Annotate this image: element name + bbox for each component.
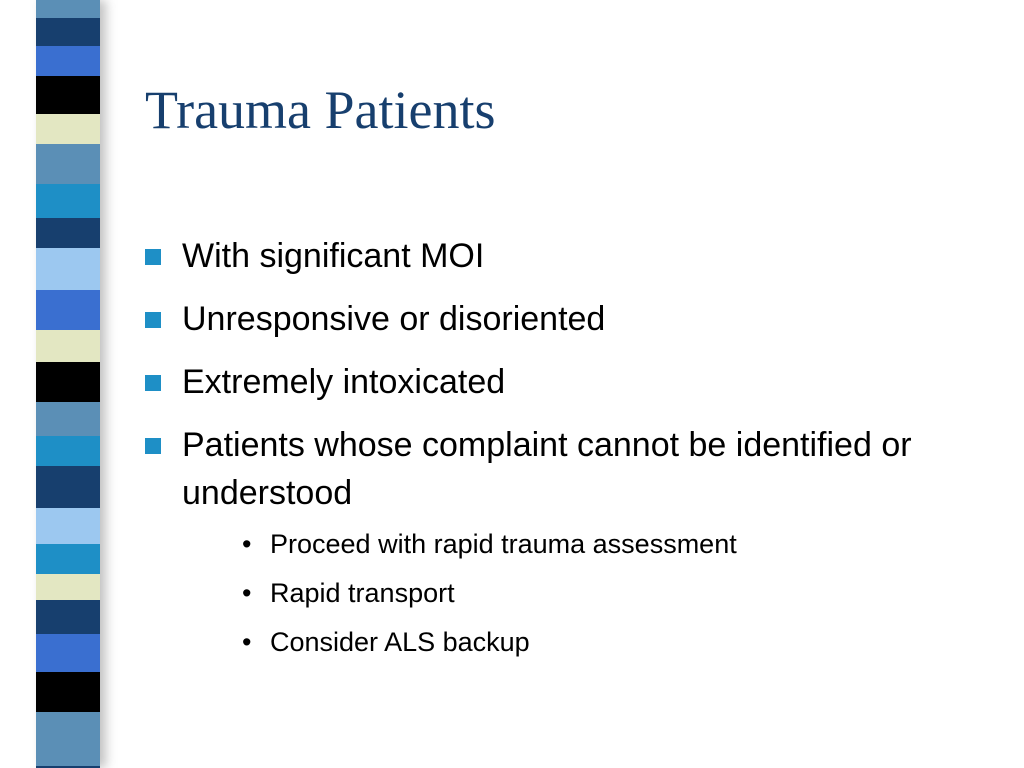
stripe-band xyxy=(36,712,100,748)
stripe-band xyxy=(36,766,100,768)
stripe-band xyxy=(36,362,100,402)
stripe-band xyxy=(36,436,100,466)
dot-bullet-icon: • xyxy=(242,529,252,559)
slide-title: Trauma Patients xyxy=(145,80,496,140)
decorative-color-stripe xyxy=(36,0,100,768)
bullet-text: Patients whose complaint cannot be ident… xyxy=(182,426,912,512)
stripe-band xyxy=(36,184,100,218)
stripe-band xyxy=(36,46,100,76)
stripe-band xyxy=(36,600,100,634)
bullet-item: Patients whose complaint cannot be ident… xyxy=(145,421,1005,517)
stripe-band xyxy=(36,330,100,362)
square-bullet-icon xyxy=(145,312,161,328)
stripe-band xyxy=(36,672,100,712)
bullet-item: With significant MOI xyxy=(145,232,1005,280)
sub-bullet-text: Proceed with rapid trauma assessment xyxy=(270,529,737,559)
dot-bullet-icon: • xyxy=(242,627,252,657)
dot-bullet-icon: • xyxy=(242,578,252,608)
bullet-item: Unresponsive or disoriented xyxy=(145,295,1005,343)
bullet-text: Unresponsive or disoriented xyxy=(182,300,606,338)
stripe-band xyxy=(36,544,100,574)
stripe-band xyxy=(36,114,100,144)
bullet-item: Extremely intoxicated xyxy=(145,358,1005,406)
sub-bullet-item: • Rapid transport xyxy=(242,573,1002,622)
stripe-band xyxy=(36,290,100,330)
sub-bullet-text: Consider ALS backup xyxy=(270,627,530,657)
bullet-list: With significant MOI Unresponsive or dis… xyxy=(145,232,1005,532)
stripe-band xyxy=(36,466,100,508)
stripe-band xyxy=(36,0,100,18)
stripe-band xyxy=(36,76,100,114)
stripe-band xyxy=(36,144,100,184)
stripe-band xyxy=(36,18,100,46)
square-bullet-icon xyxy=(145,249,161,265)
stripe-band xyxy=(36,574,100,600)
sub-bullet-text: Rapid transport xyxy=(270,578,455,608)
square-bullet-icon xyxy=(145,438,161,454)
bullet-text: Extremely intoxicated xyxy=(182,363,506,401)
stripe-band xyxy=(36,218,100,248)
sub-bullet-item: • Proceed with rapid trauma assessment xyxy=(242,524,1002,573)
sub-bullet-list: • Proceed with rapid trauma assessment •… xyxy=(242,524,1002,671)
square-bullet-icon xyxy=(145,375,161,391)
stripe-band xyxy=(36,508,100,544)
bullet-text: With significant MOI xyxy=(182,237,485,275)
sub-bullet-item: • Consider ALS backup xyxy=(242,622,1002,671)
stripe-band xyxy=(36,634,100,672)
stripe-band xyxy=(36,748,100,766)
stripe-band xyxy=(36,248,100,290)
stripe-band xyxy=(36,402,100,436)
